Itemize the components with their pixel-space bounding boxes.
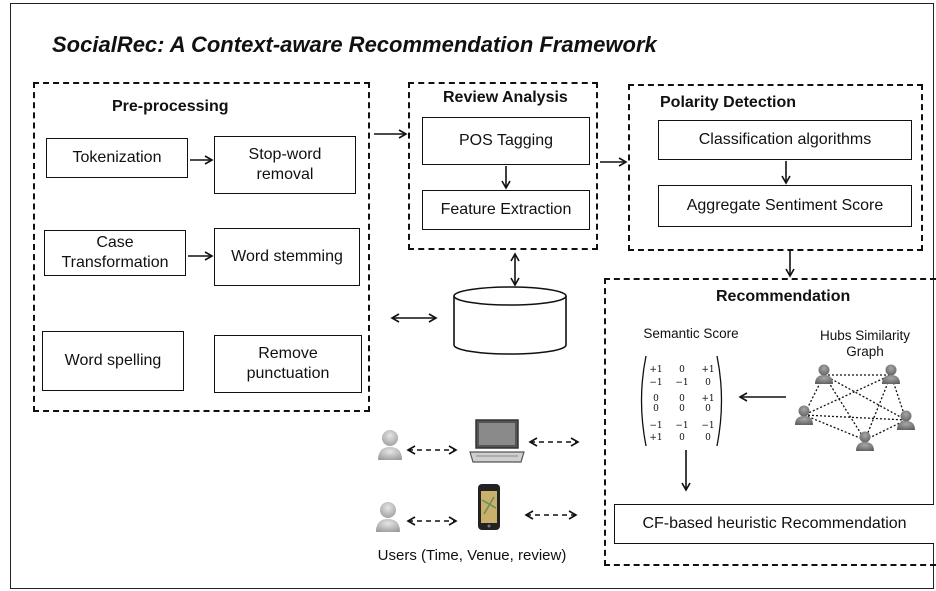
aggregate-sentiment-box: Aggregate Sentiment Score	[658, 185, 912, 227]
stopword-removal-box: Stop-word removal	[214, 136, 356, 194]
matrix-cell: 0	[653, 404, 659, 414]
figure-frame	[10, 3, 934, 589]
matrix-cell: 0	[705, 404, 711, 414]
cf-heuristic-box: CF-based heuristic Recommendation	[614, 504, 934, 544]
user-person-icon	[378, 430, 402, 460]
pos-tagging-box: POS Tagging	[422, 117, 590, 165]
matrix-cell: +1	[649, 433, 662, 443]
matrix-cell: 0	[705, 378, 711, 388]
matrix-cell: 0	[679, 365, 685, 375]
matrix-cell: −1	[675, 378, 688, 388]
matrix-cell: −1	[649, 378, 662, 388]
word-spelling-box: Word spelling	[42, 331, 184, 391]
lexicon-database-icon	[453, 286, 567, 355]
matrix-cell: 0	[705, 433, 711, 443]
word-stemming-box: Word stemming	[214, 228, 360, 286]
matrix-cell: +1	[701, 394, 714, 404]
hubs-similarity-graph	[803, 374, 907, 441]
matrix-cell: +1	[701, 365, 714, 375]
matrix-cell: 0	[679, 394, 685, 404]
recommendation-group	[604, 278, 936, 566]
review-analysis-label: Review Analysis	[443, 89, 568, 106]
polarity-detection-group	[628, 84, 923, 251]
matrix-cell: 0	[679, 433, 685, 443]
matrix-cell: −1	[649, 421, 662, 431]
matrix-cell: 0	[679, 404, 685, 414]
case-transformation-box: Case Transformation	[44, 230, 186, 276]
matrix-cell: +1	[649, 365, 662, 375]
tokenization-box: Tokenization	[46, 138, 188, 178]
graph-node-icon	[795, 405, 813, 425]
polarity-detection-label: Polarity Detection	[660, 94, 797, 111]
users-caption: Users (Time, Venue, review)	[377, 547, 567, 564]
graph-node-icon	[815, 364, 833, 384]
recommendation-label: Recommendation	[716, 288, 851, 305]
user-person-icon	[376, 502, 400, 532]
review-analysis-group	[408, 82, 598, 250]
phone-icon	[478, 484, 500, 530]
diagram-title: SocialRec: A Context-aware Recommendatio…	[52, 32, 657, 57]
laptop-icon	[469, 419, 525, 463]
preprocessing-label: Pre-processing	[112, 98, 229, 115]
graph-node-icon	[856, 431, 874, 451]
remove-punctuation-box: Remove punctuation	[214, 335, 362, 393]
hubs-similarity-label: Hubs Similarity Graph	[819, 328, 911, 359]
matrix-cell: −1	[675, 421, 688, 431]
matrix-cell: 0	[653, 394, 659, 404]
preprocessing-group	[33, 82, 370, 412]
graph-node-icon	[897, 410, 915, 430]
graph-node-icon	[882, 364, 900, 384]
classification-algorithms-box: Classification algorithms	[658, 120, 912, 160]
matrix-cell: −1	[701, 421, 714, 431]
feature-extraction-box: Feature Extraction	[422, 190, 590, 230]
semantic-score-label: Semantic Score	[643, 326, 739, 341]
